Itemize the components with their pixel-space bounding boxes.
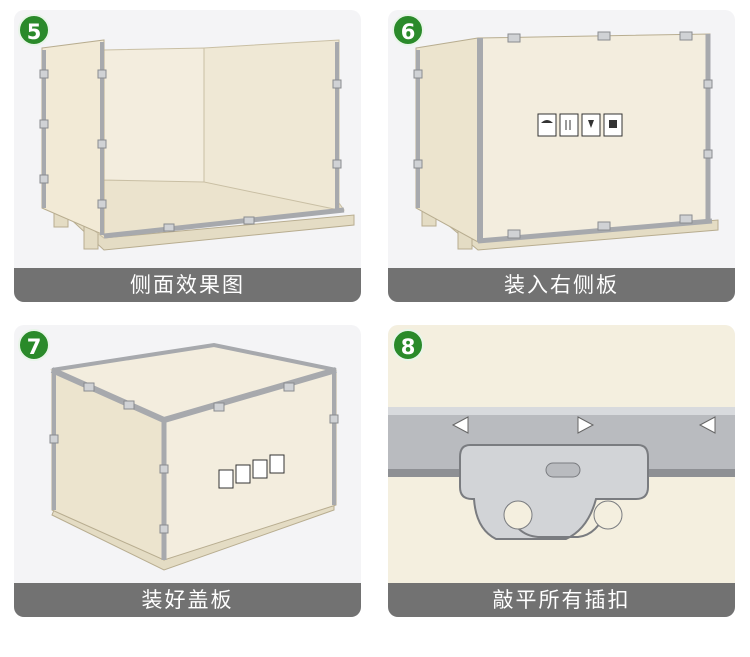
step-number-badge: 5 bbox=[18, 14, 50, 46]
step-caption: 敲平所有插扣 bbox=[388, 583, 735, 617]
step-caption: 侧面效果图 bbox=[14, 268, 361, 302]
handling-symbols-icon bbox=[218, 454, 285, 489]
crate-open-icon bbox=[39, 39, 355, 251]
metal-clip-icon bbox=[388, 325, 735, 583]
step-number-badge: 8 bbox=[392, 329, 424, 361]
step-panel-7: 7 装好盖板 bbox=[14, 325, 361, 617]
step-panel-8: 8 敲平所有插扣 bbox=[388, 325, 735, 617]
step-caption: 装好盖板 bbox=[14, 583, 361, 617]
crate-closed-icon bbox=[49, 342, 339, 571]
crate-side-icon bbox=[413, 31, 719, 251]
step-number-badge: 6 bbox=[392, 14, 424, 46]
step-panel-5: 5 侧面效果图 bbox=[14, 10, 361, 302]
handling-symbols-icon bbox=[537, 113, 623, 137]
step-caption: 装入右侧板 bbox=[388, 268, 735, 302]
step-panel-6: 6 装入右侧板 bbox=[388, 10, 735, 302]
step-number-badge: 7 bbox=[18, 329, 50, 361]
